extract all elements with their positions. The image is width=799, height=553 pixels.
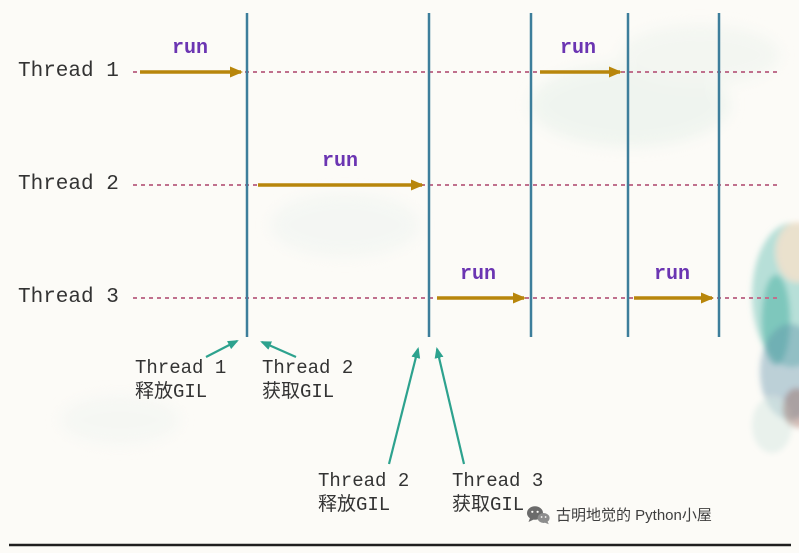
annotation-line: 释放GIL: [318, 494, 391, 516]
run-label-thread3-a: run: [459, 263, 496, 286]
background-watercolor: [60, 25, 799, 453]
run-label-thread1-b: run: [559, 37, 596, 60]
run-label-thread3-b: run: [653, 263, 690, 286]
annotation-line: 释放GIL: [135, 381, 208, 403]
annotation-thread2-release: Thread 2 释放GIL: [318, 469, 409, 517]
run-label-thread2: run: [321, 150, 358, 173]
annotation-line: Thread 2: [318, 470, 410, 492]
watermark: 古明地觉的 Python小屋: [526, 504, 712, 525]
annotation-line: Thread 2: [262, 357, 354, 379]
run-label-thread1-a: run: [171, 37, 208, 60]
annotation-thread1-release: Thread 1 释放GIL: [135, 356, 226, 404]
annotation-line: 获取GIL: [262, 381, 335, 403]
wechat-icon: [526, 505, 550, 525]
thread-label-2: Thread 2: [18, 173, 119, 196]
annotation-arrow-2: [260, 340, 297, 359]
thread-label-3: Thread 3: [18, 286, 119, 309]
character-illustration: [752, 222, 799, 453]
annotation-line: 获取GIL: [452, 494, 525, 516]
annotation-arrow-4: [434, 347, 466, 465]
annotation-arrow-3: [387, 347, 421, 465]
thread-label-1: Thread 1: [18, 60, 119, 83]
annotation-line: Thread 1: [135, 357, 227, 379]
annotation-thread3-acquire: Thread 3 获取GIL: [452, 469, 543, 517]
annotation-thread2-acquire: Thread 2 获取GIL: [262, 356, 353, 404]
watermark-text: 古明地觉的 Python小屋: [556, 507, 712, 524]
annotation-line: Thread 3: [452, 470, 544, 492]
annotation-arrow-1: [205, 340, 239, 358]
